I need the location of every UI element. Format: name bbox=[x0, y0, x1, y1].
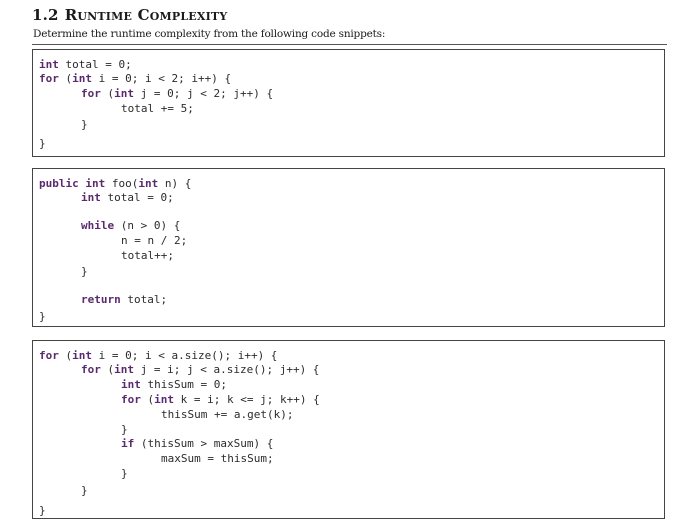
code-keyword: int bbox=[72, 72, 92, 85]
code-keyword: int bbox=[121, 378, 141, 391]
code-text: ( bbox=[100, 87, 115, 100]
code-text: j = 0; j < 2; j++) { bbox=[134, 87, 274, 100]
code-line: total += 5; bbox=[121, 102, 194, 116]
code-keyword: int bbox=[114, 87, 134, 100]
code-keyword: for bbox=[81, 363, 101, 376]
code-line: for (int j = i; j < a.size(); j++) { bbox=[81, 363, 319, 377]
code-text: total = 0; bbox=[100, 191, 174, 204]
code-text: total = 0; bbox=[58, 58, 132, 71]
code-line: for (int i = 0; i < 2; i++) { bbox=[39, 72, 231, 86]
code-text: } bbox=[39, 137, 46, 150]
code-text: total; bbox=[120, 293, 168, 306]
code-text: j = i; j < a.size(); j++) { bbox=[134, 363, 320, 376]
code-keyword: int bbox=[39, 58, 59, 71]
code-line: } bbox=[39, 137, 46, 151]
code-keyword: int bbox=[114, 363, 134, 376]
code-line: } bbox=[81, 265, 88, 279]
code-text: } bbox=[81, 265, 88, 278]
code-snippet-2: public int foo(int n) {int total = 0;whi… bbox=[32, 168, 665, 327]
code-line: public int foo(int n) { bbox=[39, 177, 191, 191]
code-keyword: for bbox=[39, 72, 59, 85]
code-keyword: public bbox=[39, 177, 79, 190]
code-text: } bbox=[121, 467, 128, 480]
code-line: total++; bbox=[121, 249, 174, 263]
code-line: for (int j = 0; j < 2; j++) { bbox=[81, 87, 273, 101]
code-line: n = n / 2; bbox=[121, 234, 187, 248]
code-keyword: if bbox=[121, 437, 135, 450]
code-text: n) { bbox=[158, 177, 192, 190]
code-text: total++; bbox=[121, 249, 174, 262]
code-text: (n > 0) { bbox=[114, 219, 181, 232]
code-text: n = n / 2; bbox=[121, 234, 188, 247]
code-text: (thisSum > maxSum) { bbox=[134, 437, 274, 450]
code-text: } bbox=[39, 310, 46, 323]
section-number: 1.2 bbox=[32, 6, 59, 24]
code-line: int total = 0; bbox=[81, 191, 174, 205]
code-line: } bbox=[121, 423, 128, 437]
code-text: thisSum += a.get(k); bbox=[161, 408, 294, 421]
section-title-initial-2: C bbox=[137, 6, 150, 24]
code-snippet-3: for (int i = 0; i < a.size(); i++) {for … bbox=[32, 340, 665, 519]
code-text: i = 0; i < a.size(); i++) { bbox=[92, 349, 278, 362]
code-text: thisSum = 0; bbox=[140, 378, 227, 391]
code-keyword: for bbox=[121, 393, 141, 406]
code-keyword: while bbox=[81, 219, 115, 232]
code-line: } bbox=[81, 484, 88, 498]
code-text: } bbox=[81, 118, 88, 131]
heading-divider bbox=[32, 44, 667, 45]
code-text: ( bbox=[100, 363, 115, 376]
code-keyword: for bbox=[39, 349, 59, 362]
code-line: int thisSum = 0; bbox=[121, 378, 227, 392]
code-text: i = 0; i < 2; i++) { bbox=[92, 72, 232, 85]
code-text: ( bbox=[140, 393, 155, 406]
code-keyword: for bbox=[81, 87, 101, 100]
code-text: maxSum = thisSum; bbox=[161, 452, 274, 465]
code-line: for (int i = 0; i < a.size(); i++) { bbox=[39, 349, 277, 363]
code-text: ( bbox=[58, 349, 73, 362]
code-text: } bbox=[39, 504, 46, 517]
code-line: } bbox=[81, 118, 88, 132]
section-title-rest-1: UNTIME bbox=[77, 10, 133, 23]
code-line: thisSum += a.get(k); bbox=[161, 408, 293, 422]
code-keyword: int bbox=[72, 349, 92, 362]
section-title-rest-2: OMPLEXITY bbox=[149, 10, 228, 23]
code-text: total += 5; bbox=[121, 102, 194, 115]
code-line: for (int k = i; k <= j; k++) { bbox=[121, 393, 320, 407]
instruction-text: Determine the runtime complexity from th… bbox=[33, 28, 386, 40]
code-snippet-1: int total = 0;for (int i = 0; i < 2; i++… bbox=[32, 49, 665, 157]
code-text: ( bbox=[58, 72, 73, 85]
code-text: k = i; k <= j; k++) { bbox=[174, 393, 320, 406]
code-keyword: int bbox=[81, 191, 101, 204]
code-text: foo( bbox=[105, 177, 139, 190]
code-line: maxSum = thisSum; bbox=[161, 452, 274, 466]
code-line: } bbox=[39, 504, 46, 518]
code-text: } bbox=[81, 484, 88, 497]
code-line: while (n > 0) { bbox=[81, 219, 180, 233]
section-title-initial-1: R bbox=[64, 6, 78, 24]
code-keyword: int bbox=[154, 393, 174, 406]
section-heading: 1.2 RUNTIME COMPLEXITY bbox=[32, 6, 227, 24]
code-keyword: return bbox=[81, 293, 121, 306]
code-line: return total; bbox=[81, 293, 167, 307]
code-line: if (thisSum > maxSum) { bbox=[121, 437, 273, 451]
code-keyword: int bbox=[85, 177, 106, 190]
code-text: } bbox=[121, 423, 128, 436]
code-keyword: int bbox=[138, 177, 159, 190]
code-line: } bbox=[39, 310, 46, 324]
code-line: } bbox=[121, 467, 128, 481]
code-line: int total = 0; bbox=[39, 58, 132, 72]
